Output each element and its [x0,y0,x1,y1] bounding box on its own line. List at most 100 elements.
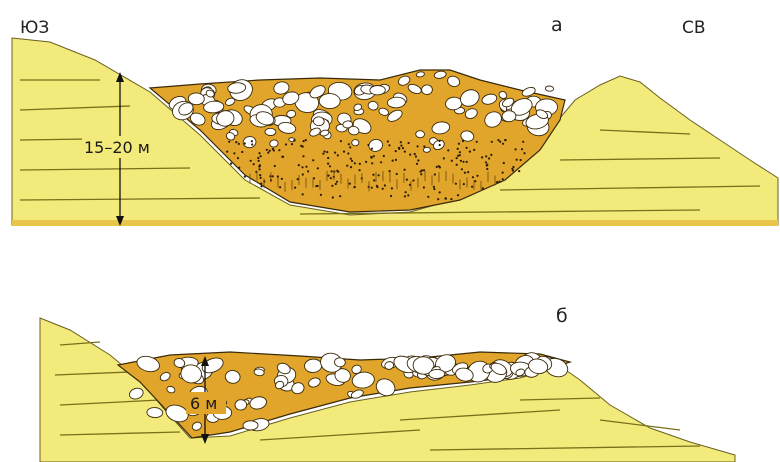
sand-dot [396,173,398,175]
sand-dot [464,172,466,174]
sand-dot [404,195,406,197]
clast [352,139,359,145]
sand-dot [476,175,478,177]
sand-dot [436,166,438,168]
sand-dot [458,143,460,145]
sand-dot [337,171,339,173]
sand-dot [253,163,255,165]
sand-dot [291,143,293,145]
sand-dot [416,163,418,165]
sand-dot [294,187,296,189]
clast [147,407,163,418]
sand-dot [499,141,501,143]
sand-dot [408,142,410,144]
sand-dot [472,176,474,178]
sand-dot [406,179,408,181]
sand-dot [303,140,305,142]
sand-dot [433,188,435,190]
sand-dot [323,150,325,152]
sand-dot [336,181,338,183]
sand-dot [297,178,299,180]
sand-dot [372,174,374,176]
section-a: 15–20 м [12,38,778,226]
sand-dot [505,139,507,141]
sand-dot [512,169,514,171]
sand-dot [467,171,469,173]
sand-dot [433,186,435,188]
sand-dot [488,157,490,159]
sand-dot [251,140,253,142]
sand-dot [455,183,457,185]
clast [243,421,258,430]
sand-dot [339,195,341,197]
sand-dot [257,157,259,159]
sand-dot [388,144,390,146]
sand-dot [434,173,436,175]
sand-dot [302,193,304,195]
sand-dot [335,183,337,185]
sand-dot [447,149,449,151]
sand-dot [354,162,356,164]
sand-dot [437,198,439,200]
sand-dot [515,148,517,150]
sand-dot [456,164,458,166]
sand-dot [343,151,345,153]
sand-dot [359,169,361,171]
sand-dot [451,160,453,162]
sand-dot [331,170,333,172]
sand-dot [415,155,417,157]
sand-dot [420,173,422,175]
sand-dot [439,191,441,193]
sand-dot [285,143,287,145]
sand-dot [305,139,307,141]
sand-dot [244,176,246,178]
sand-dot [502,143,504,145]
sand-dot [315,185,317,187]
sand-dot [260,185,262,187]
sand-dot [235,141,237,143]
sand-dot [347,152,349,154]
sand-dot [226,151,228,153]
sand-dot [277,175,279,177]
sand-dot [350,166,352,168]
sand-dot [238,143,240,145]
sand-dot [302,173,304,175]
sand-dot [521,148,523,150]
bedrock-base-a [12,220,778,226]
sand-dot [439,166,441,168]
sand-dot [443,157,445,159]
sand-dot [516,159,518,161]
orientation-label-ne: СВ [682,18,706,38]
thickness-label-a: 15–20 м [84,138,150,157]
sand-dot [230,163,232,165]
sand-dot [503,162,505,164]
clast [429,369,445,379]
sand-dot [281,178,283,180]
sand-dot [349,183,351,185]
sand-dot [320,194,322,196]
sand-dot [523,152,525,154]
sand-dot [259,174,261,176]
sand-dot [462,140,464,142]
clast [423,147,430,152]
sand-dot [312,159,314,161]
sand-dot [272,175,274,177]
sand-dot [330,177,332,179]
sand-dot [332,196,334,198]
sand-dot [466,147,468,149]
panel-label-a: а [551,14,563,36]
sand-dot [260,183,262,185]
sand-dot [450,198,452,200]
sand-dot [389,170,391,172]
sand-dot [482,187,484,189]
sand-dot [373,155,375,157]
sand-dot [414,153,416,155]
sand-dot [327,157,329,159]
sand-dot [354,186,356,188]
sand-dot [279,186,281,188]
sand-dot [486,168,488,170]
sand-dot [417,145,419,147]
sand-dot [348,143,350,145]
sand-dot [337,154,339,156]
